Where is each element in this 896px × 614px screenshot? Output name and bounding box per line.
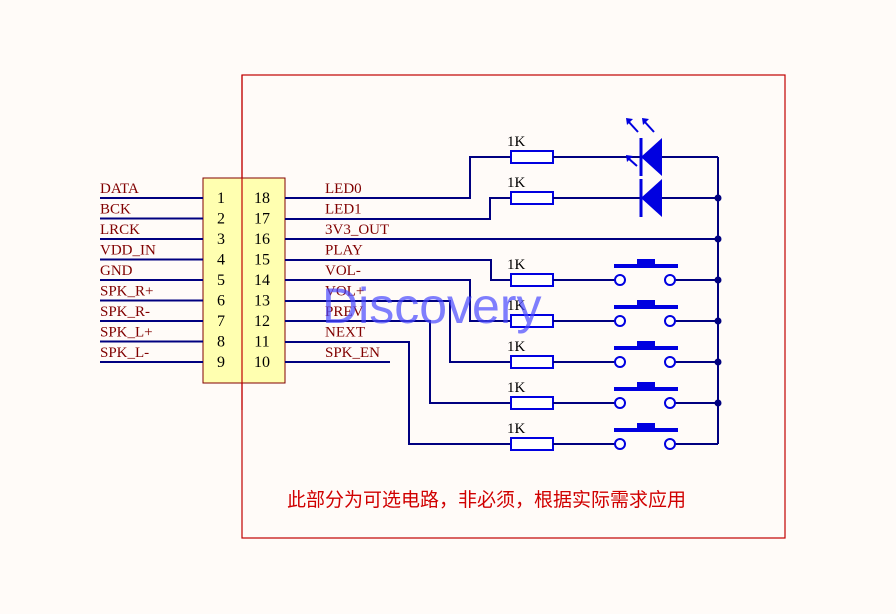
- signal-label: PREV: [325, 304, 364, 320]
- pin-number: 10: [254, 354, 270, 371]
- signal-label: DATA: [100, 181, 139, 197]
- junction-dot: [714, 276, 722, 284]
- junction-dot: [714, 235, 722, 243]
- signal-label: LED0: [325, 181, 362, 197]
- wire-next: [285, 341, 511, 445]
- switch-contact: [614, 356, 626, 368]
- resistor-value: 1K: [507, 298, 526, 314]
- pin-number: 5: [217, 272, 225, 289]
- wire-vol-minus: [285, 279, 511, 322]
- push-button-icon: [614, 264, 678, 268]
- pin-number: 1: [217, 190, 225, 207]
- resistor-value: 1K: [507, 175, 526, 191]
- junction-dot: [714, 358, 722, 366]
- wires: [285, 156, 719, 445]
- push-button-cap: [637, 259, 655, 265]
- resistor: [510, 396, 554, 410]
- led-icon: [641, 138, 662, 176]
- pin-number: 8: [217, 334, 225, 351]
- switch-contact: [664, 397, 676, 409]
- pin-number: 6: [217, 293, 225, 310]
- signal-label: GND: [100, 263, 133, 279]
- push-button-cap: [637, 341, 655, 347]
- pin-number: 3: [217, 231, 225, 248]
- switch-contact: [614, 315, 626, 327]
- signal-label: SPK_EN: [325, 345, 380, 361]
- pin-number: 17: [254, 211, 270, 228]
- switch-contact: [664, 274, 676, 286]
- pin-number: 9: [217, 354, 225, 371]
- signal-label: VOL-: [325, 263, 361, 279]
- connector-header: [202, 75, 286, 410]
- optional-circuit-note: 此部分为可选电路，非必须，根据实际需求应用: [287, 489, 686, 511]
- signal-label: SPK_L-: [100, 345, 149, 361]
- connector-body: [202, 177, 286, 384]
- pin-number: 13: [254, 293, 270, 310]
- switch-contact: [664, 315, 676, 327]
- signal-label: 3V3_OUT: [325, 222, 389, 238]
- pin-number: 11: [254, 334, 269, 351]
- junction-dot: [714, 317, 722, 325]
- push-button-cap: [637, 300, 655, 306]
- signal-label: SPK_L+: [100, 325, 153, 341]
- junction-dot: [714, 194, 722, 202]
- signal-label: VOL+: [325, 284, 364, 300]
- pin-number: 15: [254, 252, 270, 269]
- resistor-value: 1K: [507, 257, 526, 273]
- signal-label: LRCK: [100, 222, 140, 238]
- signal-label: LED1: [325, 202, 362, 218]
- push-button-icon: [614, 428, 678, 432]
- led-light-arrow: [643, 120, 655, 133]
- pin-number: 12: [254, 313, 270, 330]
- resistor-value: 1K: [507, 380, 526, 396]
- resistor: [510, 150, 554, 164]
- led-light-arrow-head: [626, 155, 633, 162]
- junctions: [714, 194, 722, 407]
- watermark: Discovery: [322, 278, 541, 334]
- resistor-value: 1K: [507, 339, 526, 355]
- resistor: [510, 191, 554, 205]
- resistor-value: 1K: [507, 421, 526, 437]
- pin-number: 7: [217, 313, 225, 330]
- wire-prev: [285, 320, 511, 404]
- signal-label: PLAY: [325, 243, 363, 259]
- push-button-icon: [614, 387, 678, 391]
- wire-led1: [285, 197, 511, 220]
- pin-number: 16: [254, 231, 270, 248]
- signal-label: VDD_IN: [100, 243, 156, 259]
- resistor-value: 1K: [507, 134, 526, 150]
- led-light-arrow: [627, 120, 639, 133]
- signal-label: SPK_R+: [100, 284, 153, 300]
- junction-dot: [714, 399, 722, 407]
- push-button-cap: [637, 382, 655, 388]
- signal-label: SPK_R-: [100, 304, 150, 320]
- led-icon: [641, 179, 662, 217]
- pin-number: 4: [217, 252, 225, 269]
- switch-contact: [664, 438, 676, 450]
- signal-label: NEXT: [325, 325, 365, 341]
- signal-label: BCK: [100, 202, 131, 218]
- switch-contact: [664, 356, 676, 368]
- wire-play: [285, 259, 511, 281]
- resistor: [510, 437, 554, 451]
- pin-number: 14: [254, 272, 270, 289]
- pin-number: 2: [217, 211, 225, 228]
- push-button-icon: [614, 346, 678, 350]
- switch-contact: [614, 274, 626, 286]
- resistor: [510, 355, 554, 369]
- wire-vol-plus: [285, 300, 511, 363]
- switch-contact: [614, 438, 626, 450]
- component-rows: 1K 1K 1K 1K 1K 1K 1K: [507, 118, 718, 451]
- push-button-icon: [614, 305, 678, 309]
- wire-led0: [285, 156, 511, 199]
- push-button-cap: [637, 423, 655, 429]
- led-light-arrow-head: [642, 118, 649, 125]
- switch-contact: [614, 397, 626, 409]
- pin-number: 18: [254, 190, 270, 207]
- led-light-arrow-head: [626, 118, 633, 125]
